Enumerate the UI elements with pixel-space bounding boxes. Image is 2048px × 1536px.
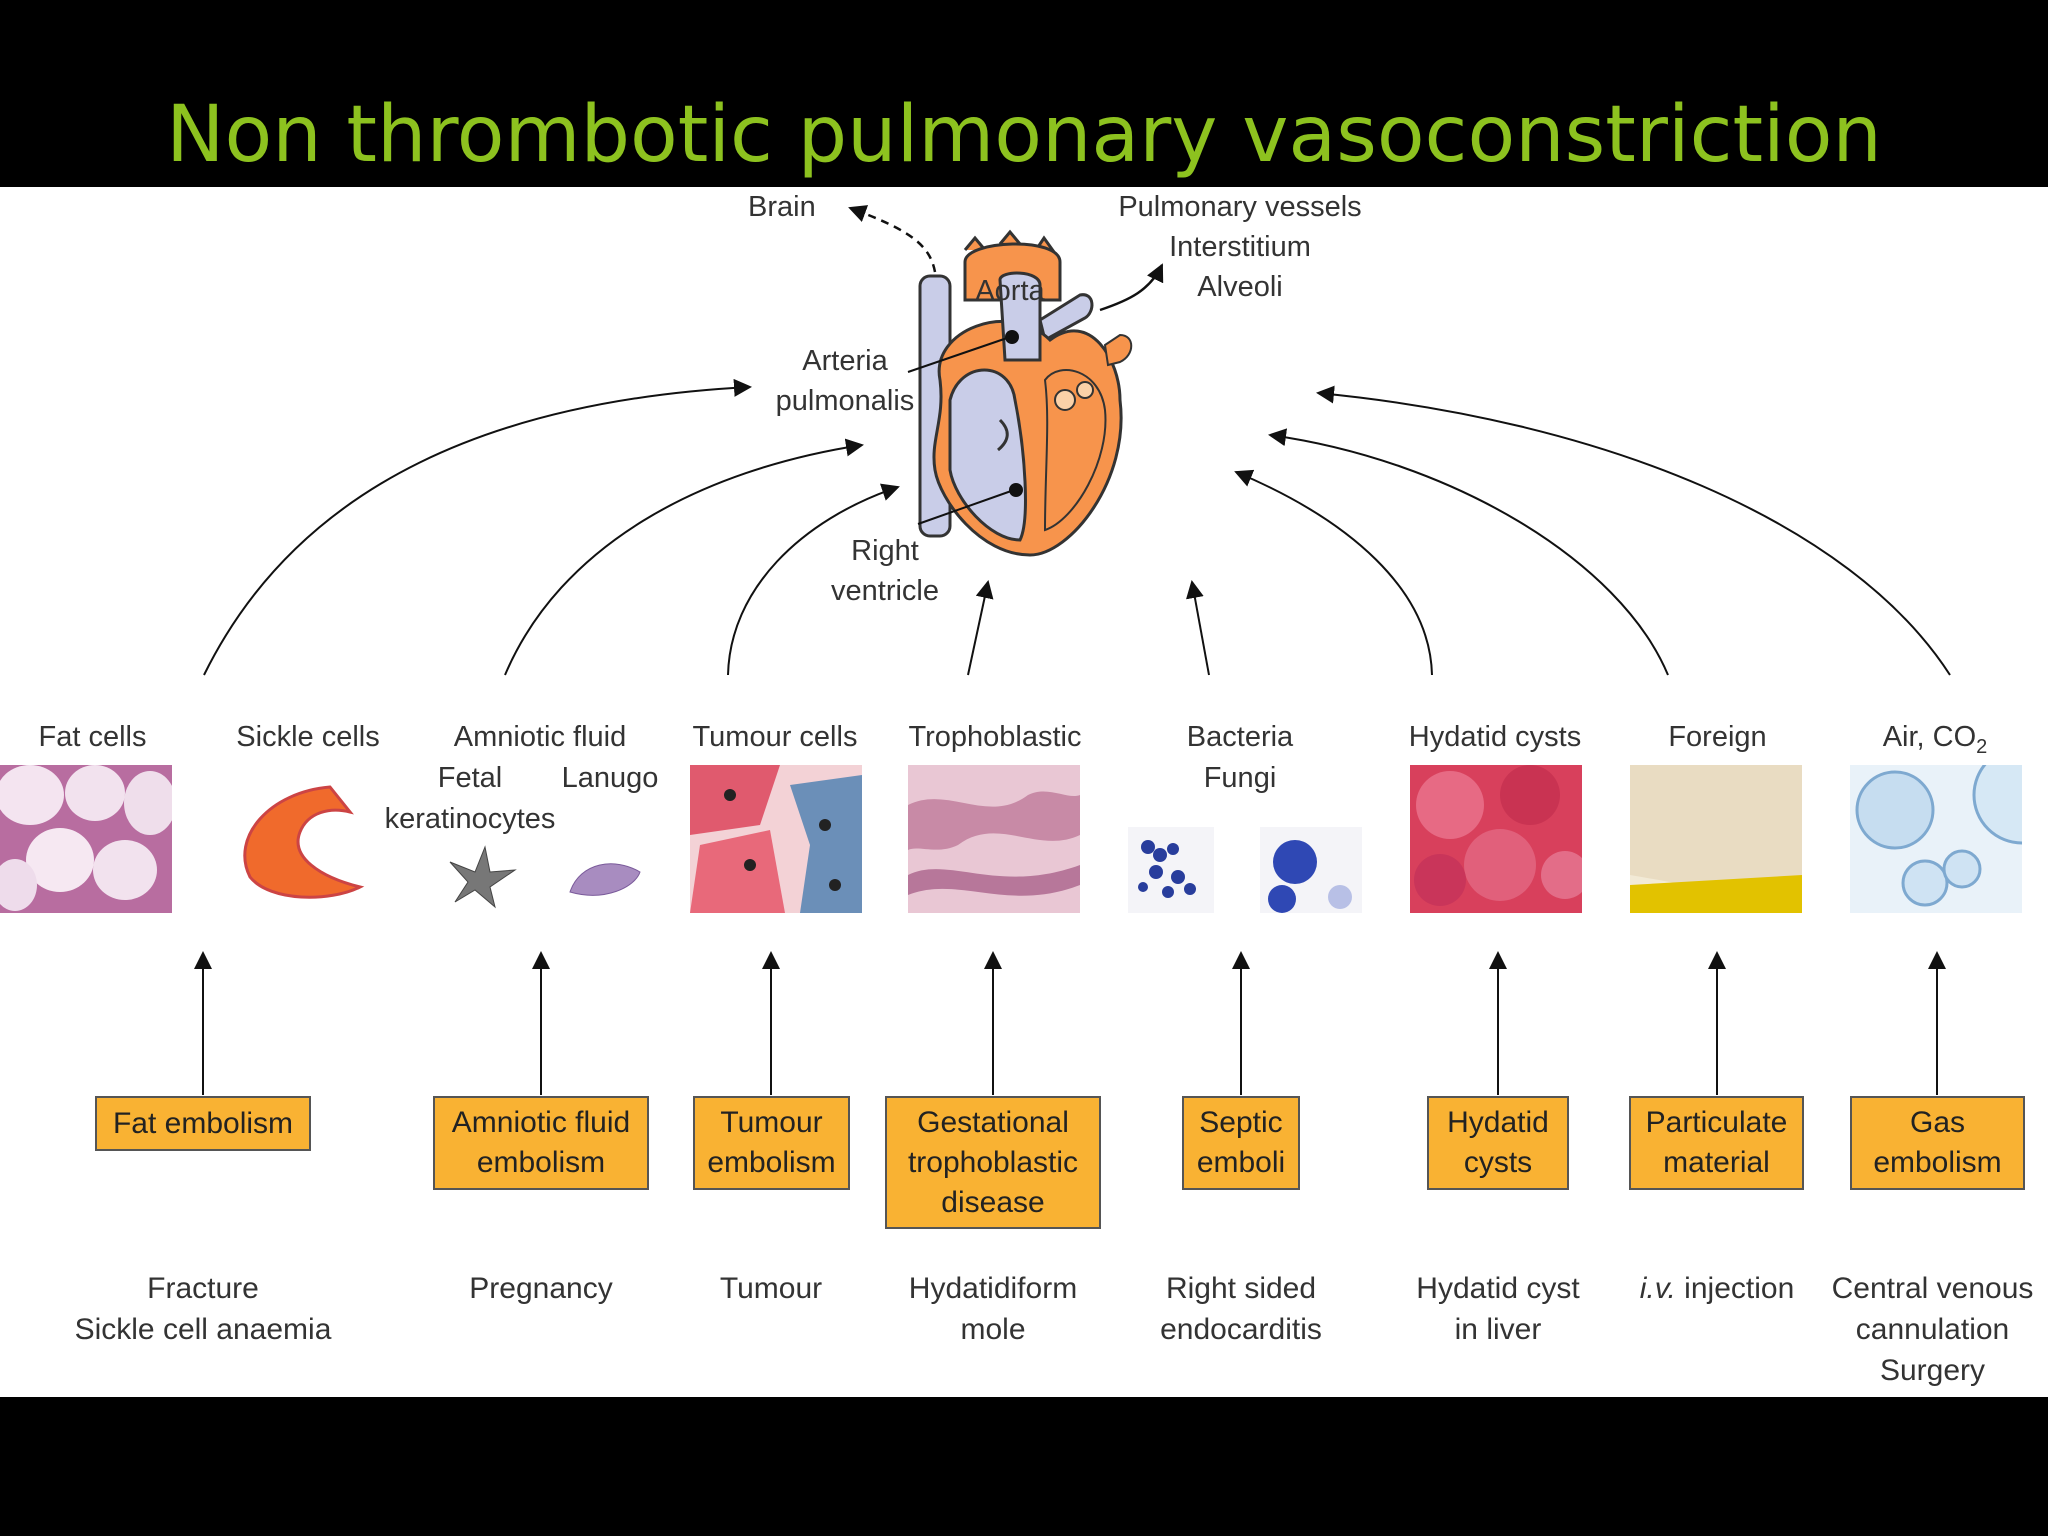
- cause-pregnancy: Pregnancy: [469, 1272, 613, 1305]
- pulmonalis-label: pulmonalis: [775, 385, 915, 417]
- diagram-panel: Brain Pulmonary vessels Interstitium Alv…: [0, 187, 2048, 1397]
- condition-box-fat-embolism: Fat embolism: [95, 1096, 311, 1151]
- aorta-label: Aorta: [975, 275, 1045, 307]
- foreign-label: Foreign: [1668, 721, 1767, 753]
- interstitium-label: Interstitium: [1169, 231, 1311, 263]
- trophoblastic-label: Trophoblastic: [908, 721, 1082, 753]
- fungi-image: [1260, 827, 1362, 913]
- hydatid-cysts-image: [1410, 765, 1582, 913]
- arteria-label: Arteria: [802, 345, 888, 377]
- sickle-cell-image: [230, 777, 380, 907]
- gas-bubbles-image: [1850, 765, 2022, 913]
- foreign-material-image: [1630, 765, 1802, 913]
- cause-tumour: Tumour: [719, 1272, 823, 1305]
- sickle-cells-label: Sickle cells: [236, 721, 380, 753]
- bacteria-label: Bacteria: [1186, 721, 1294, 753]
- tumour-cells-image: [690, 765, 862, 913]
- right-label: Right: [851, 535, 919, 567]
- alveoli-label: Alveoli: [1197, 271, 1283, 303]
- fetal-keratinocyte-image: [440, 842, 520, 912]
- keratinocytes-label: keratinocytes: [384, 803, 556, 835]
- tumour-cells-label: Tumour cells: [692, 721, 858, 753]
- air-co2-label: Air, CO2: [1882, 721, 1988, 758]
- heart-illustration: [918, 229, 1133, 557]
- ventricle-label: ventricle: [831, 575, 939, 607]
- cause-iv-injection: i.v. injection: [1639, 1272, 1795, 1305]
- lanugo-label: Lanugo: [561, 762, 659, 794]
- fetal-label: Fetal: [437, 762, 503, 794]
- fungi-label: Fungi: [1203, 762, 1277, 794]
- amniotic-fluid-label: Amniotic fluid: [453, 721, 627, 753]
- brain-label: Brain: [748, 191, 816, 223]
- fat-cells-image: [0, 765, 172, 913]
- hydatid-cysts-label: Hydatid cysts: [1408, 721, 1582, 753]
- lanugo-image: [565, 857, 645, 907]
- trophoblastic-image: [908, 765, 1080, 913]
- arrow-layer: [194, 205, 1951, 1095]
- bacteria-image: [1128, 827, 1214, 913]
- fat-cells-label: Fat cells: [38, 721, 147, 753]
- slide-title: Non thrombotic pulmonary vasoconstrictio…: [166, 90, 1882, 180]
- pulmonary-vessels-label: Pulmonary vessels: [1118, 191, 1362, 223]
